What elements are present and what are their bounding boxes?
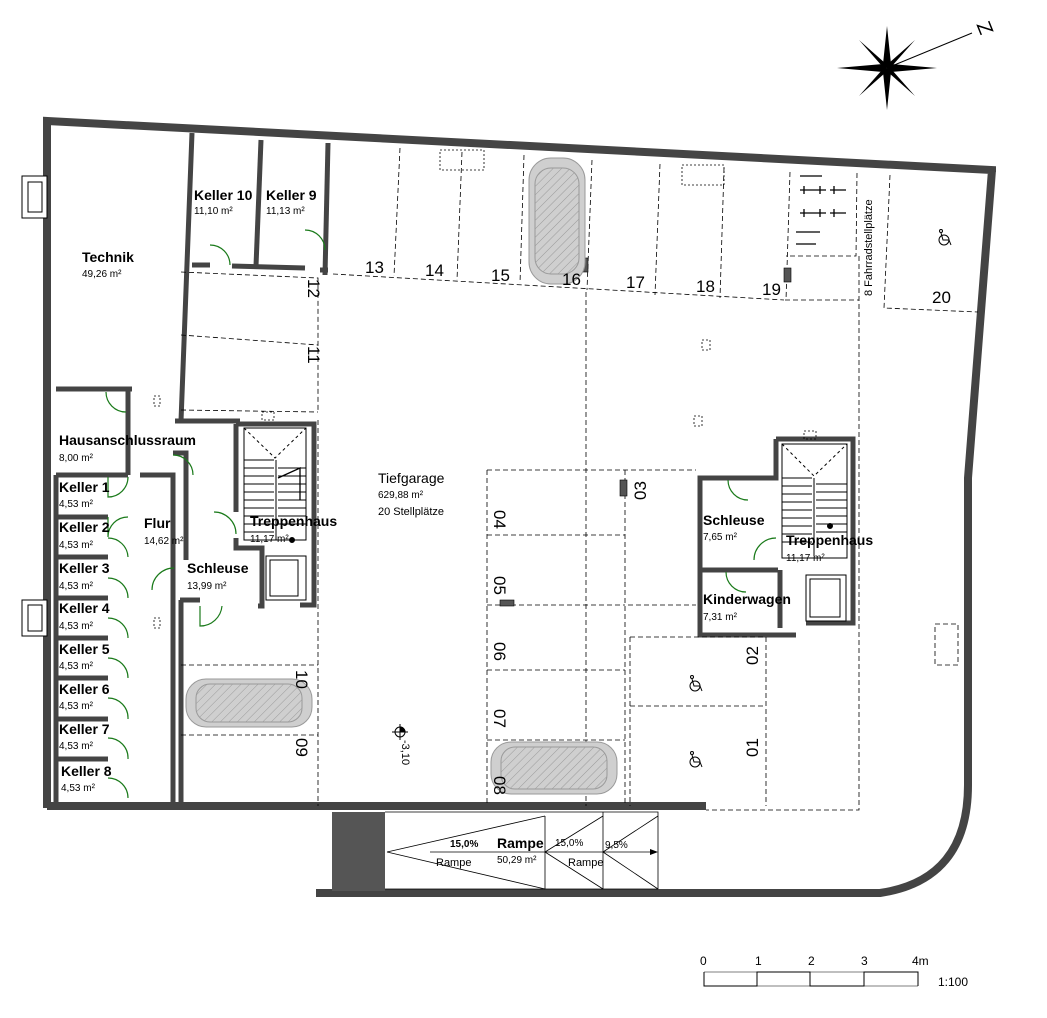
parking-number-14: 14	[425, 261, 444, 280]
room-name-keller6: Keller 6	[59, 681, 110, 697]
scale-tick-4: 4m	[912, 954, 929, 968]
room-area-keller9: 11,13 m²	[266, 206, 305, 217]
room-name-technik: Technik	[82, 249, 134, 265]
scale-bar	[703, 971, 919, 987]
room-name-keller10: Keller 10	[194, 187, 253, 203]
room-name-schleuse-left: Schleuse	[187, 560, 249, 576]
room-name-keller1: Keller 1	[59, 479, 110, 495]
room-name-treppenhaus-left: Treppenhaus	[250, 513, 338, 529]
parking-number-06: 06	[490, 642, 509, 661]
ramp-slope-1: 15,0%	[450, 839, 479, 850]
ramp	[332, 811, 659, 891]
parking-number-15: 15	[491, 266, 510, 285]
room-area-keller4: 4,53 m²	[59, 621, 93, 632]
room-area-schleuse-right: 7,65 m²	[703, 532, 737, 543]
scale-tick-2: 2	[808, 954, 815, 968]
room-name-keller4: Keller 4	[59, 600, 110, 616]
room-area-tiefgarage: 629,88 m²	[378, 490, 424, 501]
parking-number-04: 04	[490, 510, 509, 529]
parking-number-10: 10	[292, 670, 311, 689]
parking-number-13: 13	[365, 258, 384, 277]
room-area-technik: 49,26 m²	[82, 269, 122, 280]
ramp-label-a: Rampe	[436, 857, 472, 869]
ramp-slope-2: 15,0%	[555, 838, 584, 849]
room-area-rampe: 50,29 m²	[497, 855, 537, 866]
room-name-keller5: Keller 5	[59, 641, 110, 657]
room-name-kinderwagen: Kinderwagen	[703, 591, 791, 607]
parking-number-12: 12	[304, 279, 323, 298]
parking-number-18: 18	[696, 277, 715, 296]
compass-rose-icon	[837, 26, 973, 110]
room-area-keller5: 4,53 m²	[59, 661, 93, 672]
inner-walls	[53, 132, 856, 804]
room-area-keller7: 4,53 m²	[59, 741, 93, 752]
stairs-right	[781, 443, 848, 622]
room-name-keller3: Keller 3	[59, 560, 110, 576]
wheelchair-icon	[689, 229, 952, 768]
room-area-schleuse-left: 13,99 m²	[187, 581, 227, 592]
room-area-flur: 14,62 m²	[144, 536, 184, 547]
room-area-treppenhaus-right: 11,17 m²	[786, 553, 825, 564]
room-area-keller2: 4,53 m²	[59, 540, 93, 551]
parking-number-17: 17	[626, 273, 645, 292]
room-note-tiefgarage: 20 Stellplätze	[378, 506, 445, 518]
parking-number-08: 08	[490, 776, 509, 795]
room-area-keller3: 4,53 m²	[59, 581, 93, 592]
outer-walls	[43, 116, 996, 897]
parking-number-02: 02	[743, 646, 762, 665]
ramp-label-b: Rampe	[568, 857, 604, 869]
room-name-tiefgarage: Tiefgarage	[378, 470, 445, 486]
room-name-keller7: Keller 7	[59, 721, 110, 737]
parking-number-16: 16	[562, 270, 581, 289]
window-niche	[21, 175, 48, 637]
room-area-keller1: 4,53 m²	[59, 499, 93, 510]
stairs-left	[243, 427, 307, 601]
ramp-slope-3: 9,5%	[605, 840, 628, 851]
room-name-flur: Flur	[144, 515, 171, 531]
door-swing-icon	[105, 229, 777, 799]
room-name-keller8: Keller 8	[61, 763, 112, 779]
room-name-keller2: Keller 2	[59, 519, 110, 535]
room-area-hausanschlussraum: 8,00 m²	[59, 453, 93, 464]
parking-number-01: 01	[743, 738, 762, 757]
scale-tick-3: 3	[861, 954, 868, 968]
level-marker-icon	[392, 724, 408, 740]
north-arrow-icon	[976, 20, 994, 36]
dashed-boxes	[153, 149, 817, 629]
room-area-keller8: 4,53 m²	[61, 783, 95, 794]
room-name-schleuse-right: Schleuse	[703, 512, 765, 528]
room-area-keller6: 4,53 m²	[59, 701, 93, 712]
room-area-kinderwagen: 7,31 m²	[703, 612, 737, 623]
car-icon	[185, 157, 618, 795]
room-area-treppenhaus-left: 11,17 m²	[250, 534, 289, 545]
parking-number-11: 11	[304, 346, 323, 364]
scale-tick-1: 1	[755, 954, 762, 968]
parking-number-19: 19	[762, 280, 781, 299]
parking-number-09: 09	[292, 738, 311, 757]
room-name-rampe: Rampe	[497, 835, 544, 851]
parking-number-03: 03	[631, 481, 650, 500]
room-area-keller10: 11,10 m²	[194, 206, 233, 217]
scale-ratio: 1:100	[938, 975, 969, 989]
parking-lines	[180, 147, 979, 811]
room-name-hausanschlussraum: Hausanschlussraum	[59, 432, 196, 448]
level-label: -3,10	[399, 740, 411, 766]
equipment-marks	[499, 257, 792, 607]
bicycle-icon	[796, 175, 846, 245]
room-name-treppenhaus-right: Treppenhaus	[786, 532, 874, 548]
room-name-keller9: Keller 9	[266, 187, 317, 203]
parking-number-05: 05	[490, 576, 509, 595]
bike-parking-label: 8 Fahrradstellplätze	[863, 199, 875, 296]
parking-number-07: 07	[490, 709, 509, 728]
parking-number-20: 20	[932, 288, 951, 307]
scale-tick-0: 0	[700, 954, 707, 968]
